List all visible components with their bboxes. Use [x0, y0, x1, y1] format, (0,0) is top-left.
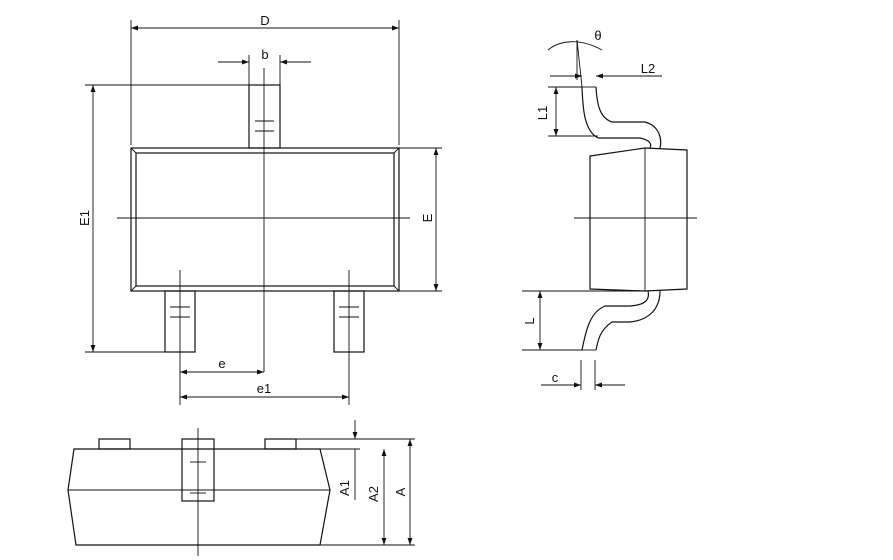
theta-arc — [547, 41, 603, 51]
top-view: D b E1 E e e1 — [77, 13, 442, 405]
side-lead-top — [581, 86, 662, 149]
side-body — [589, 147, 688, 292]
top-body-outer — [130, 147, 400, 292]
front-lead-right — [264, 438, 297, 450]
front-body — [67, 448, 331, 546]
label-e1: e1 — [257, 381, 271, 396]
label-theta: θ — [594, 28, 601, 43]
side-lead-bottom — [581, 290, 661, 351]
label-D: D — [260, 13, 269, 28]
label-c: c — [552, 370, 559, 385]
top-lead-top — [248, 84, 281, 149]
label-A2: A2 — [366, 486, 381, 502]
front-lead-left — [98, 438, 131, 450]
label-E1: E1 — [77, 210, 92, 226]
side-view: θ L2 L1 L c — [522, 28, 697, 390]
label-L2: L2 — [641, 61, 655, 76]
label-b: b — [261, 47, 268, 62]
label-A1: A1 — [337, 480, 352, 496]
front-view: A1 A2 A — [67, 420, 415, 556]
label-E: E — [420, 213, 435, 222]
label-A: A — [393, 487, 408, 496]
top-body-inner — [135, 152, 395, 287]
label-L1: L1 — [535, 106, 550, 120]
label-e: e — [218, 356, 225, 371]
label-L: L — [522, 317, 537, 324]
